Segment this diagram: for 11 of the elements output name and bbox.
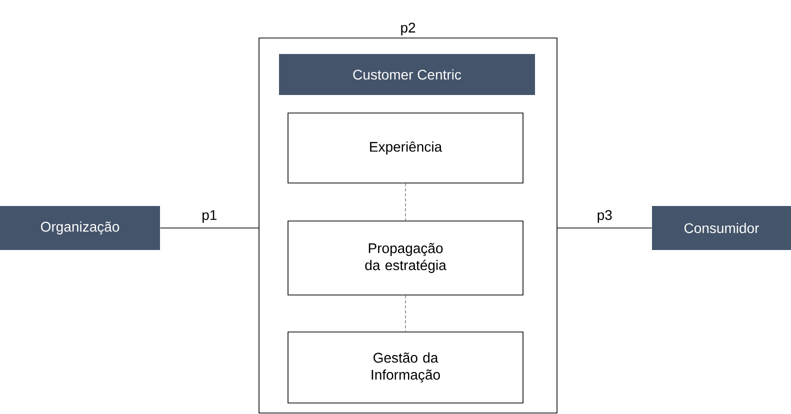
- process-box: Propagação da estratégia: [288, 220, 524, 296]
- node-label: p2: [401, 22, 416, 36]
- connector: [405, 182, 406, 221]
- process-box: Gestão da Informação: [288, 332, 524, 404]
- connector: [405, 295, 406, 332]
- header-box: Customer Centric: [279, 54, 535, 95]
- process-box: Experiência: [288, 112, 524, 184]
- entity-box: Organização: [0, 206, 160, 250]
- edge-label: p3: [596, 209, 614, 224]
- entity-box: Consumidor: [652, 206, 791, 250]
- edge-label: p1: [200, 209, 218, 224]
